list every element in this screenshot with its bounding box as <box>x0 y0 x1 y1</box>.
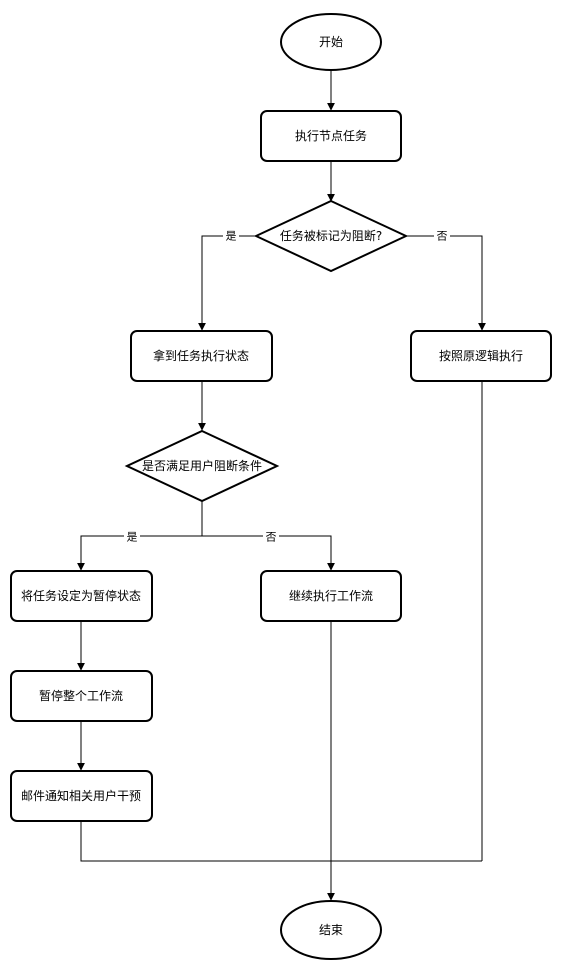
node-continue-workflow-label: 继续执行工作流 <box>289 589 373 603</box>
node-continue-workflow: 继续执行工作流 <box>260 570 402 622</box>
node-pause-workflow: 暂停整个工作流 <box>10 670 153 722</box>
node-end-label: 结束 <box>319 923 343 937</box>
node-set-paused-label: 将任务设定为暂停状态 <box>21 588 141 603</box>
edge-email-to-merge <box>80 821 482 862</box>
node-run-original-logic-label: 按照原逻辑执行 <box>439 349 523 363</box>
node-run-original-logic: 按照原逻辑执行 <box>410 330 552 382</box>
node-is-blocked-label: 任务被标记为阻断? <box>280 228 382 243</box>
node-execute-node-task-label: 执行节点任务 <box>295 128 367 143</box>
node-execute-node-task: 执行节点任务 <box>260 110 402 162</box>
node-pause-workflow-label: 暂停整个工作流 <box>39 688 123 703</box>
edge-labels: 是 否 是 否 <box>124 228 450 544</box>
edge-label-meets-yes: 是 <box>127 531 138 544</box>
edge-decision-no <box>406 235 486 331</box>
node-get-task-status-label: 拿到任务执行状态 <box>153 348 249 363</box>
edge-meets-yes <box>77 501 203 571</box>
node-is-blocked-decision: 任务被标记为阻断? <box>253 199 409 273</box>
node-start: 开始 <box>280 13 382 71</box>
edge-label-meets-no: 否 <box>266 531 277 544</box>
edge-label-blocked-no: 否 <box>437 230 448 243</box>
node-get-task-status: 拿到任务执行状态 <box>130 330 273 382</box>
edge-label-blocked-yes: 是 <box>226 230 237 243</box>
edge-decision-yes <box>198 235 256 331</box>
node-meets-user-block-label: 是否满足用户阻断条件 <box>142 458 262 473</box>
node-set-paused: 将任务设定为暂停状态 <box>10 570 153 622</box>
node-email-notify: 邮件通知相关用户干预 <box>10 770 153 822</box>
node-email-notify-label: 邮件通知相关用户干预 <box>21 788 141 803</box>
node-start-label: 开始 <box>319 35 343 49</box>
node-meets-user-block-decision: 是否满足用户阻断条件 <box>124 429 280 503</box>
edge-meets-no <box>202 535 335 571</box>
node-end: 结束 <box>280 900 382 960</box>
